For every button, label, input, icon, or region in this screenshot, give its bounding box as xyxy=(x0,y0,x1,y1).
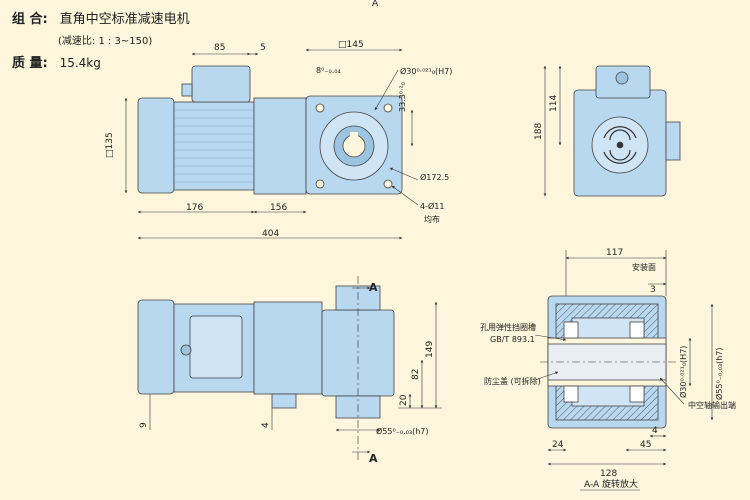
dim-3-section: 3 xyxy=(650,285,656,295)
dim-shaft-55-bottom: Ø55⁰₋₀.₀₃(h7) xyxy=(376,426,428,436)
dim-shaft-55-section: Ø55⁰₋₀.₀₃(h7) xyxy=(714,348,724,400)
motor-body xyxy=(173,101,255,191)
motor-flange xyxy=(253,97,307,195)
label-retaining-ring: 孔用弹性挡圈槽 xyxy=(480,322,536,332)
bottom-flange xyxy=(253,301,323,395)
front-view-dims xyxy=(124,48,419,240)
front-view xyxy=(137,65,403,195)
dim-bore-30: Ø30⁰·⁰²¹₀(H7) xyxy=(400,66,452,76)
keyway xyxy=(350,132,358,138)
section-caption: A-A 旋转放大 xyxy=(584,478,638,490)
side-view xyxy=(573,65,681,197)
bottom-foot xyxy=(271,393,297,409)
dim-45: 45 xyxy=(640,440,651,450)
cable-gland xyxy=(181,83,193,97)
dim-82: 82 xyxy=(411,369,421,380)
mount-hole-3 xyxy=(315,179,325,189)
mass-line: 质 量: 15.4kg xyxy=(12,52,101,71)
combo-line: 组 合: 直角中空标准减速电机 xyxy=(12,8,190,27)
side-view-dims xyxy=(543,65,562,197)
mass-label: 质 量: xyxy=(12,56,48,71)
dim-24: 24 xyxy=(552,440,564,450)
dim-188: 188 xyxy=(534,123,544,140)
bottom-fan-cover xyxy=(137,299,175,395)
mount-hole-1 xyxy=(315,103,325,113)
dim-404: 404 xyxy=(262,229,279,239)
hollow-shaft-bore xyxy=(342,134,366,158)
dim-20: 20 xyxy=(399,394,409,406)
label-standard: GB/T 893.1 xyxy=(490,335,535,344)
dim-117: 117 xyxy=(606,248,623,258)
section-view-dims xyxy=(534,250,714,491)
top-marker: A xyxy=(372,0,379,9)
side-shaft-hub xyxy=(665,121,681,161)
mass-value: 15.4kg xyxy=(59,56,101,70)
bottom-gland xyxy=(180,344,192,356)
dim-5: 5 xyxy=(260,43,266,53)
bearing-top-left xyxy=(563,321,579,339)
dim-keyway-8: 8⁰₋₀.₀₄ xyxy=(316,66,341,75)
dim-9: 9 xyxy=(139,422,149,428)
section-view xyxy=(540,295,676,429)
section-mark-top: A xyxy=(369,281,378,294)
dim-176: 176 xyxy=(186,203,203,213)
bottom-view xyxy=(137,285,395,419)
dim-128: 128 xyxy=(600,469,617,479)
dim-145-square: □145 xyxy=(338,40,364,50)
label-mount-face: 安装面 xyxy=(632,262,656,272)
dim-holes: 4-Ø11 xyxy=(420,201,444,211)
section-mark-bottom: A xyxy=(369,452,378,465)
bearing-bottom-left xyxy=(563,385,579,403)
bearing-bottom-right xyxy=(629,385,645,403)
label-hollow-end: 中空轴输出端 xyxy=(688,400,736,410)
bottom-terminal-box xyxy=(189,315,243,379)
bottom-view-dims xyxy=(149,276,442,460)
mount-hole-4 xyxy=(383,179,393,189)
dim-149: 149 xyxy=(425,341,435,358)
dim-114: 114 xyxy=(549,95,559,112)
bearing-top-right xyxy=(629,321,645,339)
dim-135-square: □135 xyxy=(105,132,115,158)
label-dust-cover: 防尘盖 (可拆除) xyxy=(484,376,541,386)
ratio-note: (减速比: 1 : 3~150) xyxy=(58,36,153,47)
dim-33-3: 33.3⁰·²₀ xyxy=(398,82,407,112)
motor-fan-cover xyxy=(137,97,175,194)
terminal-box xyxy=(191,65,251,103)
dim-bore-30-section: Ø30⁰·⁰²¹₀(H7) xyxy=(678,346,688,398)
side-fan-center xyxy=(616,141,624,149)
combo-label: 组 合: xyxy=(12,12,48,27)
holes-note: 均布 xyxy=(424,214,440,224)
mount-hole-2 xyxy=(383,103,393,113)
side-gland xyxy=(615,71,629,85)
dim-4-bottom: 4 xyxy=(261,422,271,428)
dim-172-5: Ø172.5 xyxy=(420,172,449,182)
dim-4-section: 4 xyxy=(652,426,658,436)
combo-value: 直角中空标准减速电机 xyxy=(59,12,190,27)
dim-85: 85 xyxy=(214,43,225,53)
dim-156: 156 xyxy=(270,203,287,213)
